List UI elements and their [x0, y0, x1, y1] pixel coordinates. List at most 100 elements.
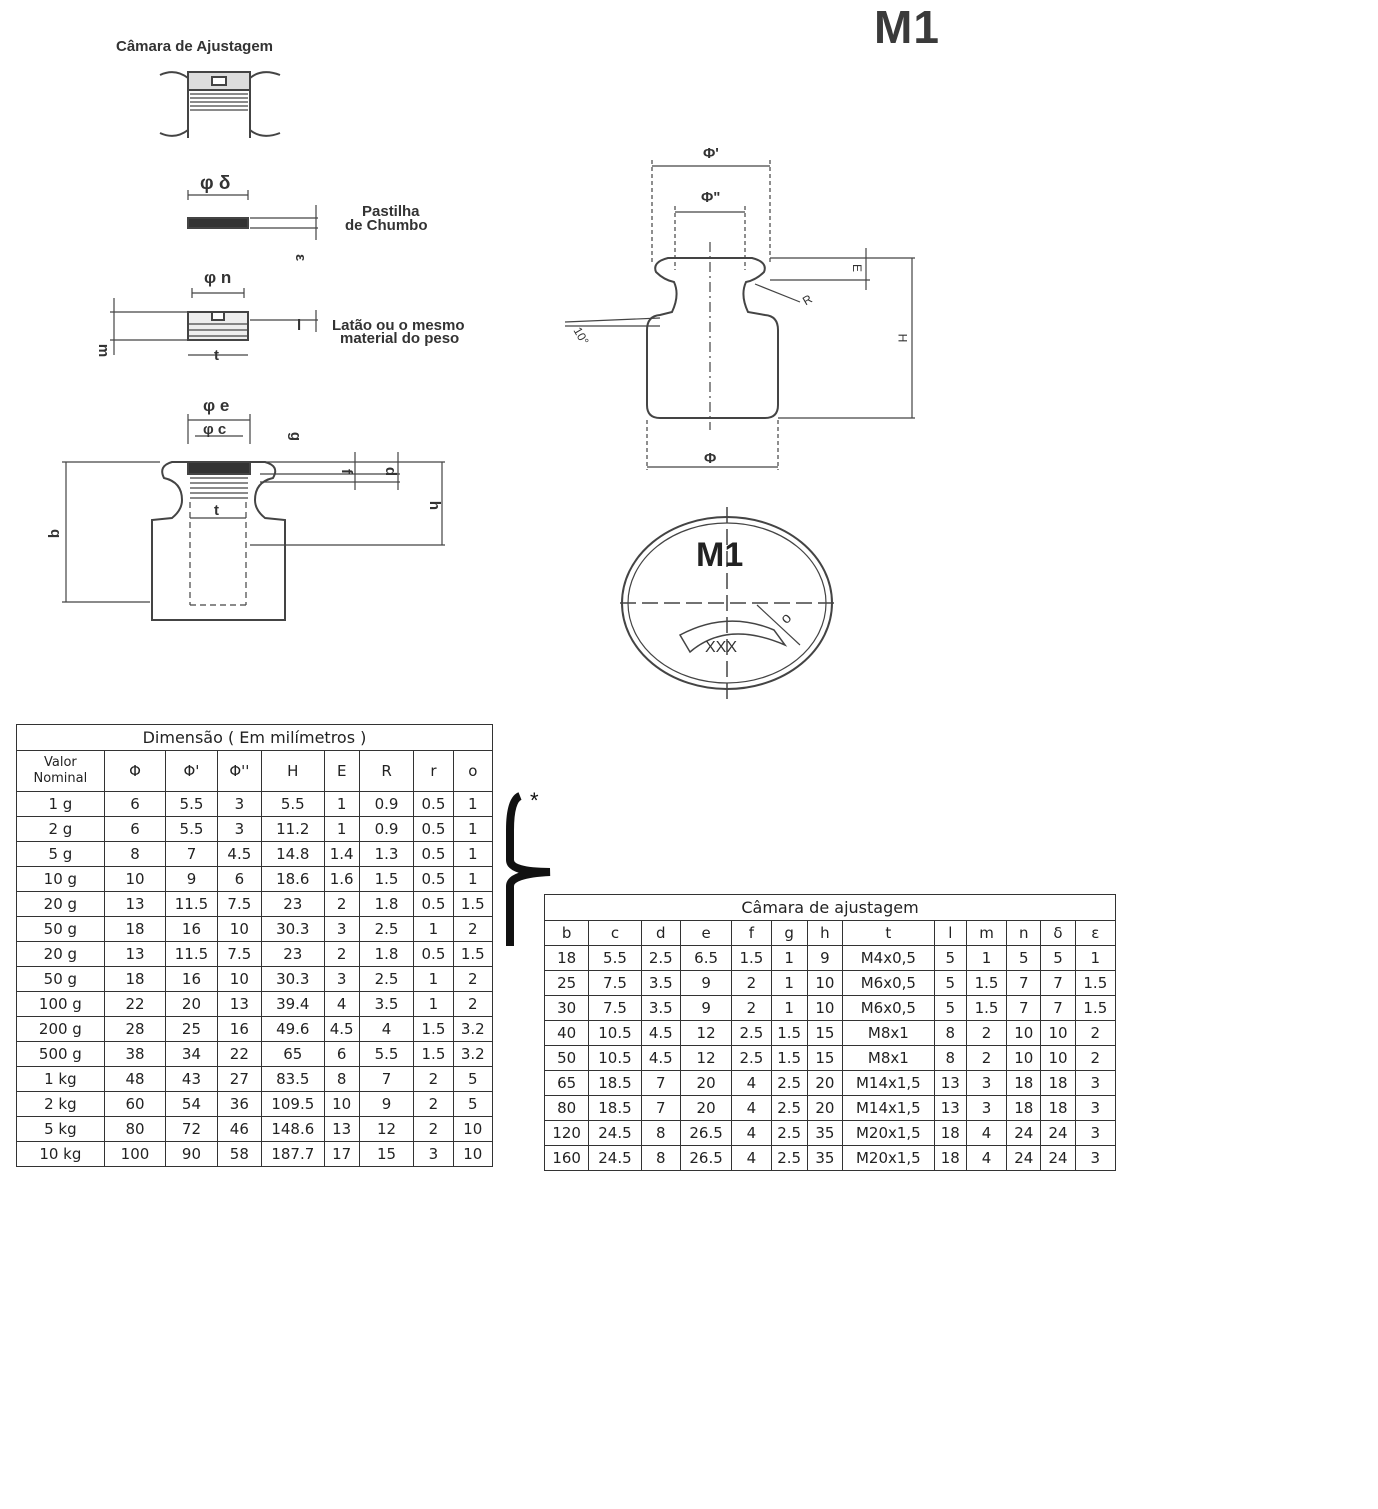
- table-cell: 0.5: [413, 841, 454, 867]
- table-cell: 1.5: [358, 866, 415, 892]
- table-cell: 1.5: [770, 1020, 808, 1046]
- table-cell: 27: [216, 1066, 263, 1092]
- table-cell: 3: [1074, 1070, 1117, 1096]
- table-cell: 1.5: [731, 945, 772, 971]
- g-label: g: [287, 431, 305, 442]
- phi-double-prime-label: Φ": [701, 189, 721, 206]
- table-cell: 20: [806, 1095, 844, 1121]
- table-cell: 3: [216, 816, 263, 842]
- table-cell: 80: [103, 1116, 167, 1142]
- table-cell: 26.5: [679, 1120, 733, 1146]
- table-cell: 1.8: [358, 891, 415, 917]
- table-cell: 4: [731, 1095, 772, 1121]
- column-header: ε: [1074, 920, 1117, 946]
- table-cell: 6: [103, 791, 167, 817]
- table-cell: 65: [261, 1041, 325, 1067]
- table-cell: 8: [933, 1020, 967, 1046]
- table-cell: 24: [1040, 1145, 1076, 1171]
- column-header: Φ: [103, 750, 167, 792]
- table-cell: 200 g: [16, 1016, 105, 1042]
- table-cell: 1: [452, 791, 494, 817]
- table-cell: 10 g: [16, 866, 105, 892]
- table-cell: 2.5: [770, 1120, 808, 1146]
- table-cell: 18: [1006, 1095, 1042, 1121]
- table-cell: 5: [933, 995, 967, 1021]
- table-cell: 0.5: [413, 941, 454, 967]
- table-cell: 5: [1040, 945, 1076, 971]
- table-cell: 0.5: [413, 891, 454, 917]
- top-marking-label: M1: [696, 536, 744, 574]
- column-header: H: [261, 750, 325, 792]
- table-cell: 1: [770, 945, 808, 971]
- table-cell: 20: [679, 1070, 733, 1096]
- table-cell: 10 kg: [16, 1141, 105, 1167]
- table-cell: 18.5: [588, 1095, 642, 1121]
- table-cell: 18: [933, 1145, 967, 1171]
- weight-section-figure: [62, 414, 445, 621]
- table-cell: 4.5: [640, 1045, 681, 1071]
- table-cell: 30.3: [261, 966, 325, 992]
- table-cell: 4: [731, 1120, 772, 1146]
- table-cell: 5.5: [261, 791, 325, 817]
- column-header: E: [323, 750, 360, 792]
- table-cell: 24: [1040, 1120, 1076, 1146]
- table-cell: 28: [103, 1016, 167, 1042]
- dimensions-caption: Dimensão ( Em milímetros ): [16, 724, 493, 751]
- table-cell: 100: [103, 1141, 167, 1167]
- table-cell: 10: [1006, 1045, 1042, 1071]
- table-cell: 0.9: [358, 791, 415, 817]
- table-cell: 7.5: [216, 891, 263, 917]
- table-cell: 2: [731, 995, 772, 1021]
- table-cell: 2: [452, 916, 494, 942]
- table-cell: 9: [358, 1091, 415, 1117]
- table-cell: 2.5: [770, 1145, 808, 1171]
- h-label: h: [426, 500, 444, 511]
- b-label: b: [46, 528, 64, 539]
- epsilon-label: ε: [292, 253, 310, 262]
- table-cell: 5.5: [588, 945, 642, 971]
- table-cell: 1: [323, 791, 360, 817]
- adjust-chamber-caption: Câmara de ajustagem: [544, 894, 1116, 921]
- column-header: m: [965, 920, 1008, 946]
- table-cell: 5: [452, 1091, 494, 1117]
- table-cell: 2.5: [358, 966, 415, 992]
- column-header: n: [1006, 920, 1042, 946]
- table-cell: 1.5: [1074, 970, 1117, 996]
- table-cell: 4: [731, 1070, 772, 1096]
- column-header: b: [543, 920, 590, 946]
- table-cell: M14x1,5: [842, 1070, 935, 1096]
- table-cell: 7.5: [588, 995, 642, 1021]
- table-cell: 9: [806, 945, 844, 971]
- table-cell: 2: [1074, 1020, 1117, 1046]
- table-cell: 11.5: [165, 891, 218, 917]
- table-cell: 25: [165, 1016, 218, 1042]
- table-cell: 3.5: [640, 995, 681, 1021]
- xxx-label: XXX: [705, 639, 738, 656]
- table-cell: 3: [413, 1141, 454, 1167]
- table-cell: 1: [413, 991, 454, 1017]
- column-header: h: [806, 920, 844, 946]
- table-cell: 22: [216, 1041, 263, 1067]
- dimensions-table: Dimensão ( Em milímetros ) Valor Nominal…: [16, 724, 494, 1167]
- table-cell: 72: [165, 1116, 218, 1142]
- table-cell: 4.5: [323, 1016, 360, 1042]
- table-cell: 7.5: [588, 970, 642, 996]
- table-cell: 10: [806, 970, 844, 996]
- table-cell: 7: [640, 1095, 681, 1121]
- table-cell: 48: [103, 1066, 167, 1092]
- table-cell: 8: [640, 1145, 681, 1171]
- table-cell: 5: [452, 1066, 494, 1092]
- table-cell: 7: [1040, 970, 1076, 996]
- phi-delta-label: φ δ: [200, 173, 231, 194]
- table-cell: 18.6: [261, 866, 325, 892]
